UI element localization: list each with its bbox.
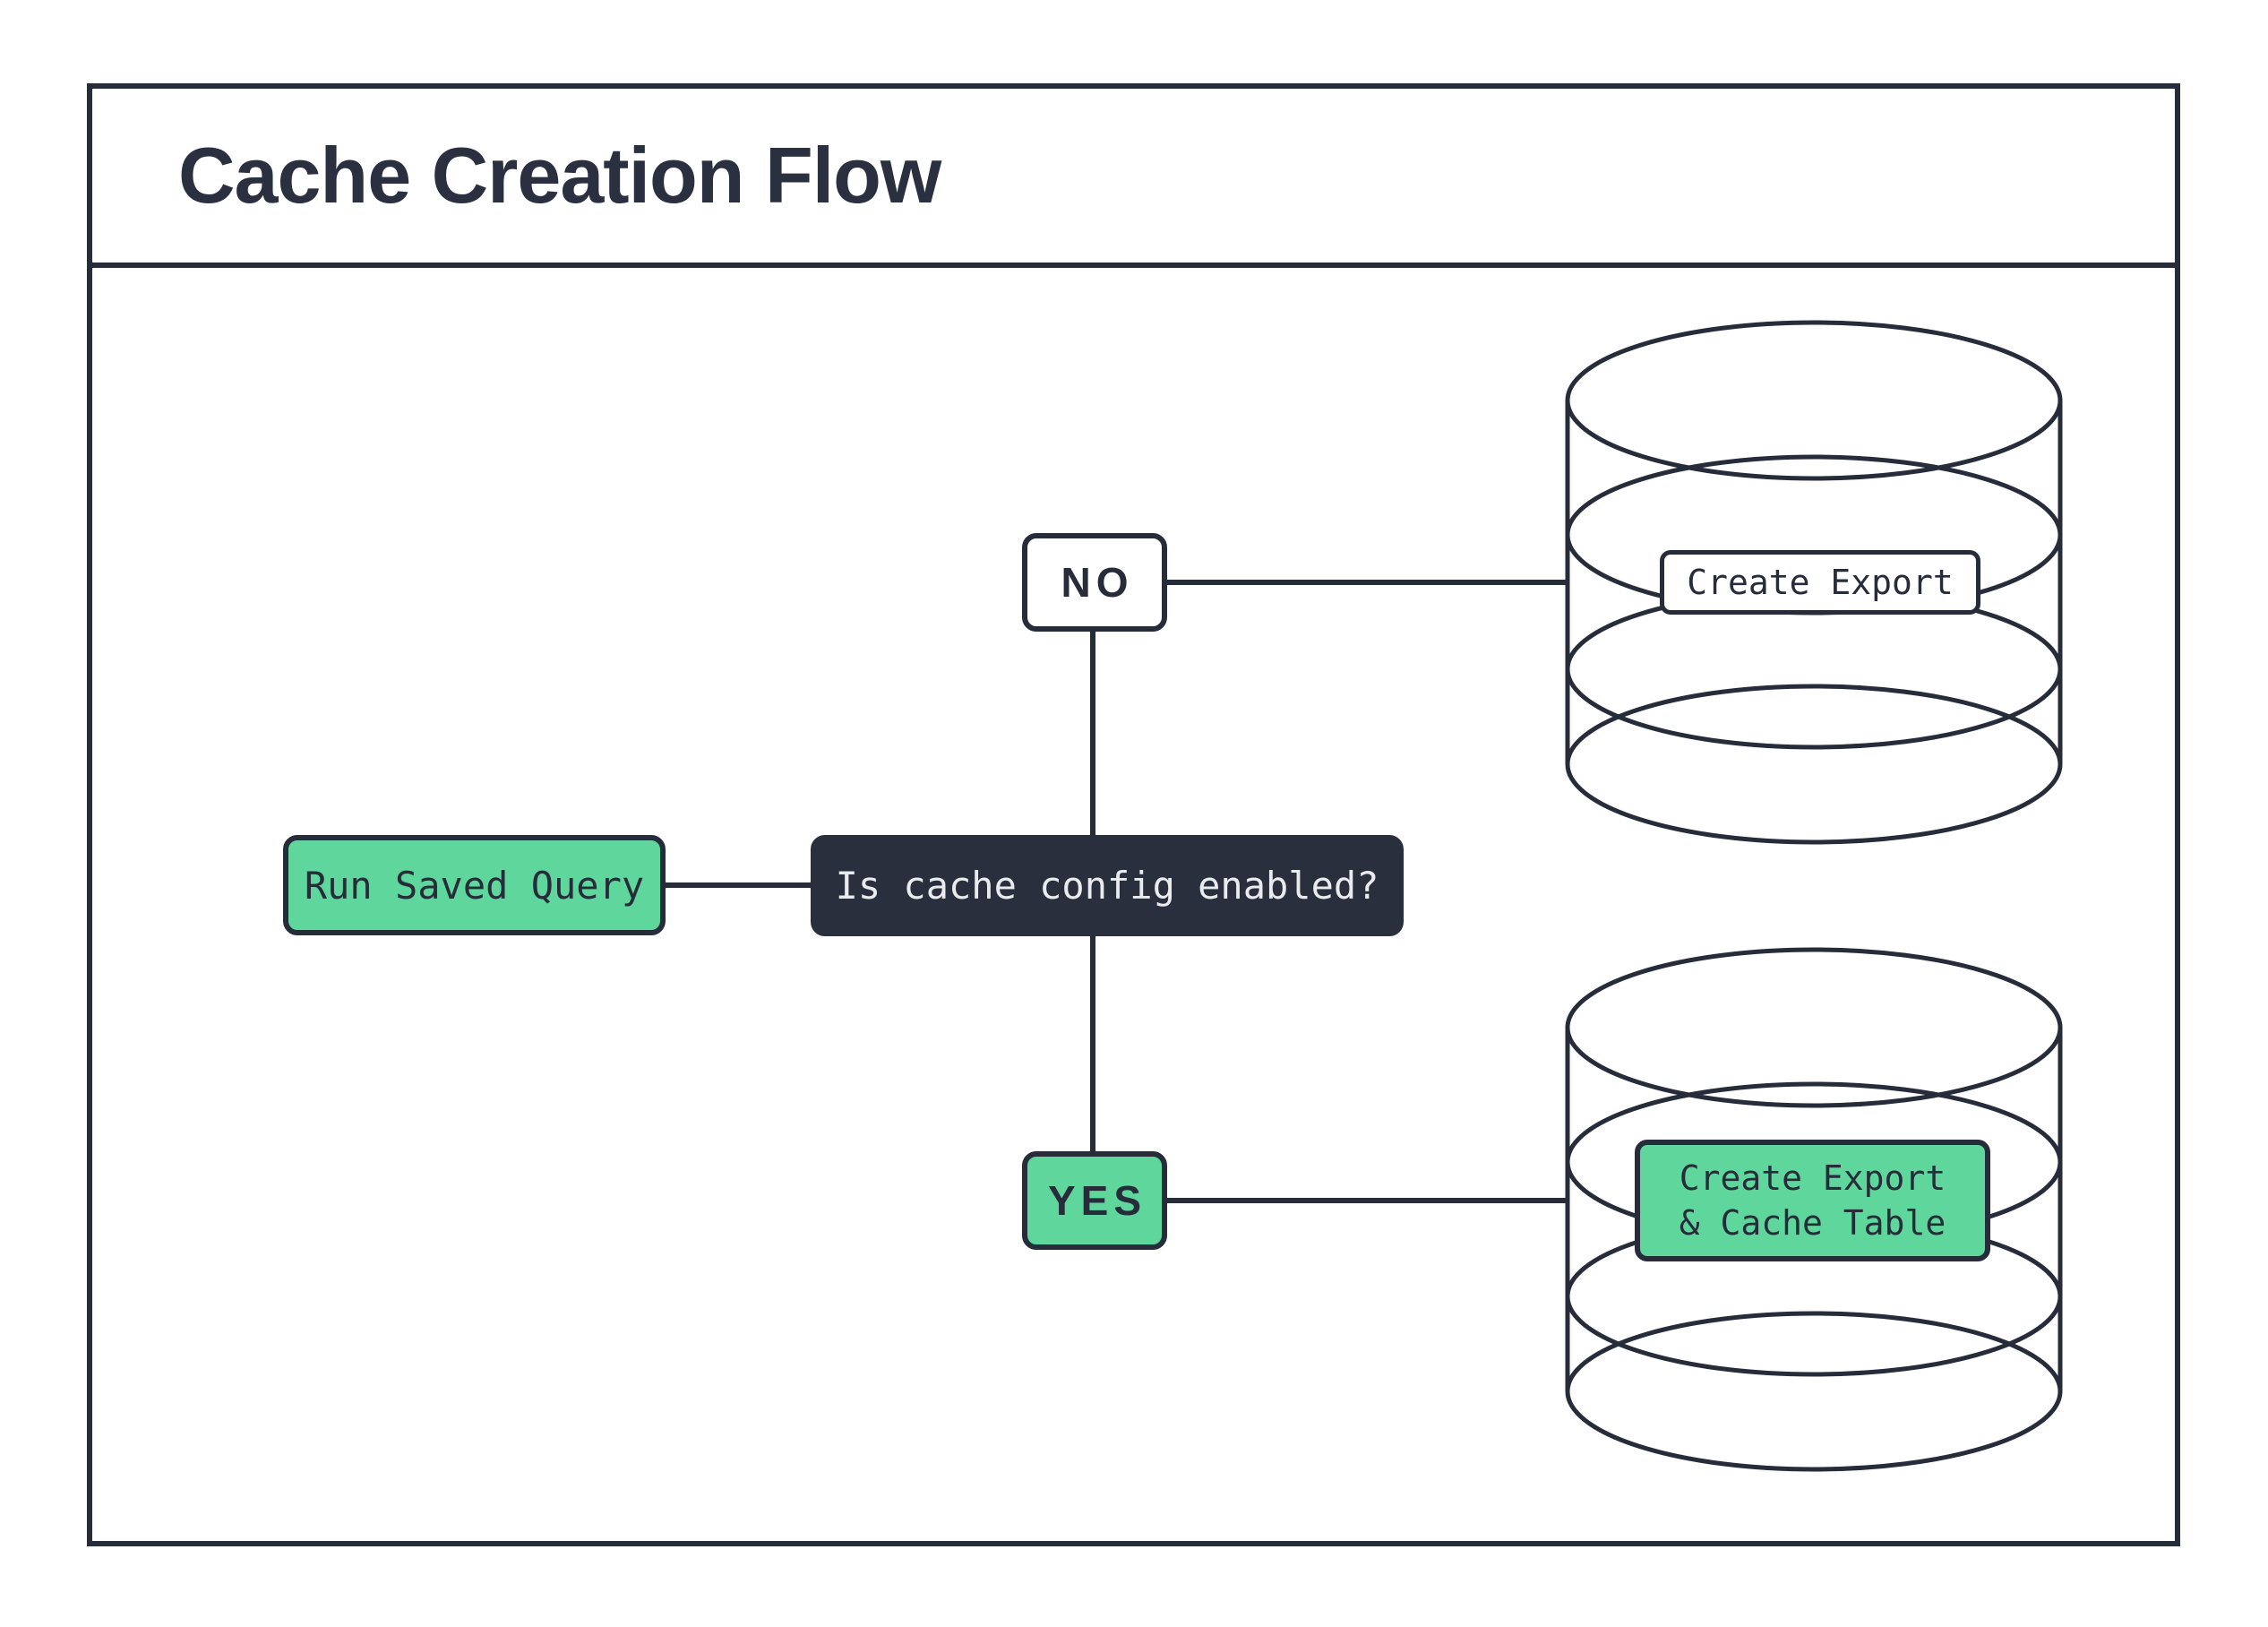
database-cylinder-icon-bottom — [1565, 947, 2063, 1472]
diagram-frame: Cache Creation Flow — [87, 83, 2180, 1546]
page-title: Cache Creation Flow — [178, 131, 941, 220]
title-bar: Cache Creation Flow — [92, 89, 2175, 268]
database-cylinder-icon-top — [1565, 320, 2063, 845]
connector-lines — [666, 580, 1568, 1203]
